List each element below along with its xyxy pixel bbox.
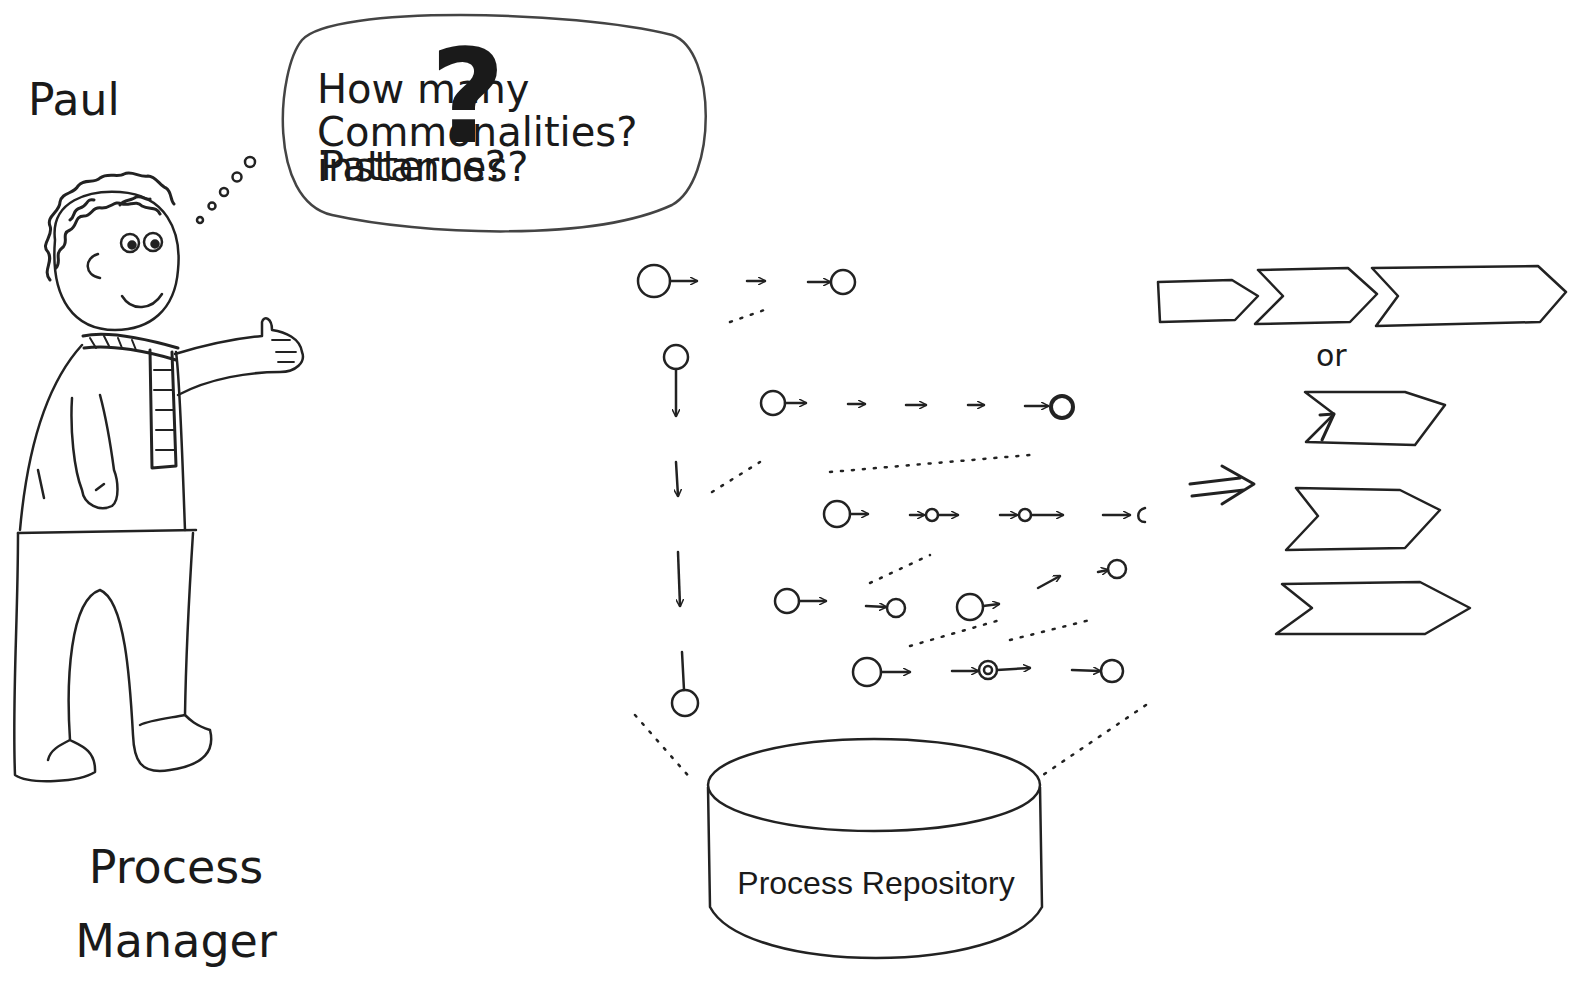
thought-bubble: How many instances?Commonalities?Pattern… [272,10,712,232]
repository-cylinder: Process Repository [706,735,1046,963]
database-cylinder-outline [706,735,1046,963]
sketch-label: Process Manager [36,830,316,978]
node-text: Patterns? [320,142,710,190]
sketch-label: Paul [28,72,228,128]
sketch-label: or [1316,338,1376,374]
question-mark: ? [430,22,510,172]
node-text: Process Repository [716,863,1036,903]
